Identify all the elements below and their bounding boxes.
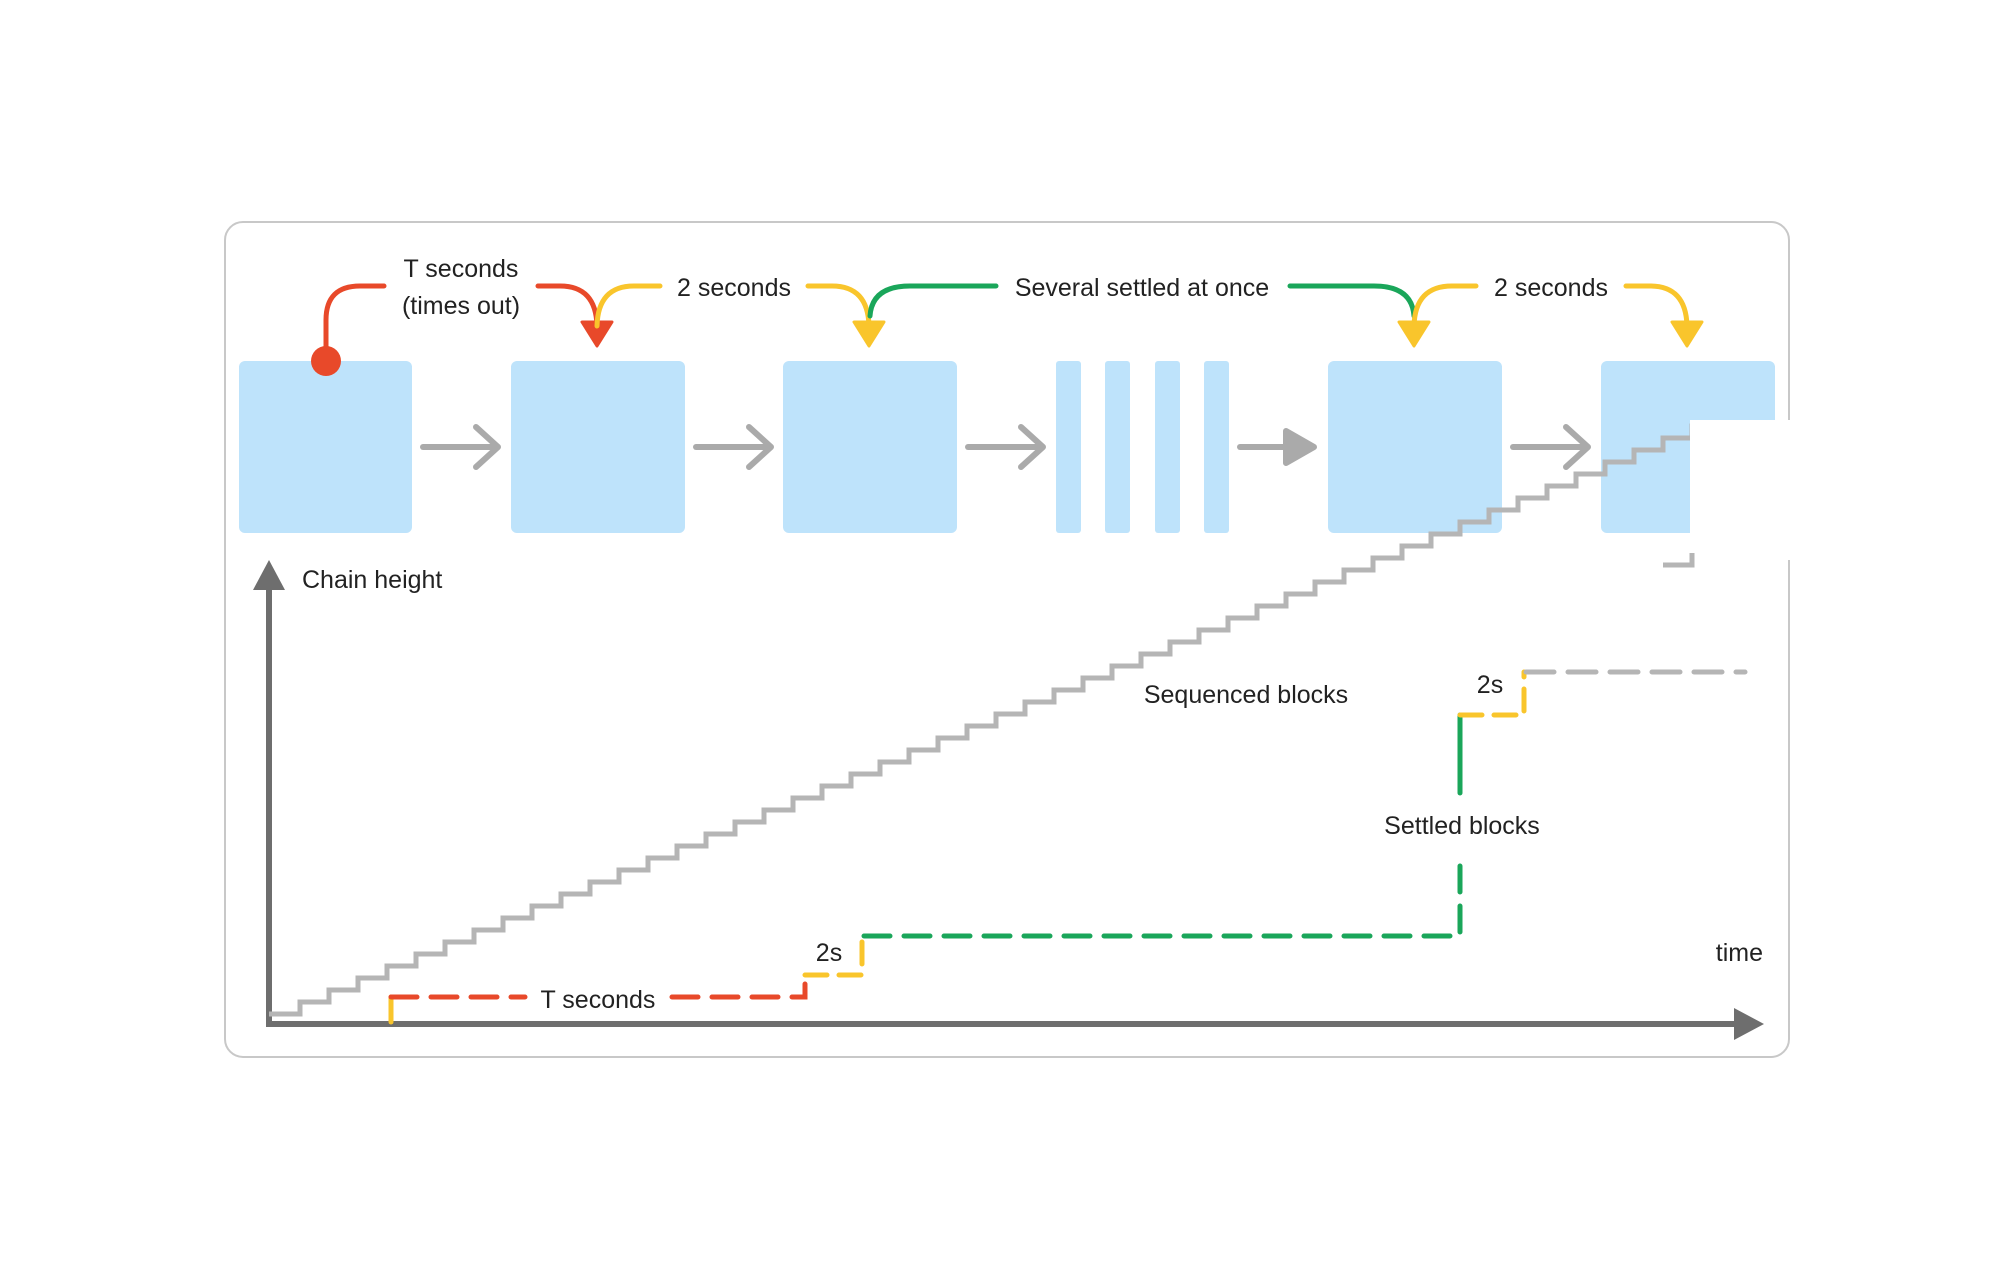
axis-arrow-icon (253, 560, 285, 590)
top-staircase-cut (1690, 420, 1810, 560)
two-sec-arrowhead-b1 (1397, 320, 1431, 348)
arrow-right-icon (1237, 428, 1317, 466)
timeout-connector-start (323, 283, 387, 361)
two-sec-connector-a-start (594, 283, 663, 329)
two-sec-connector-b-start (1411, 283, 1479, 329)
arrow-right-icon (1510, 424, 1591, 470)
sequenced-staircase-end (1663, 553, 1695, 568)
two-s-lower-dashed (802, 933, 865, 978)
axis-arrow-icon (1734, 1008, 1764, 1040)
block-arrows (420, 424, 1591, 470)
sequenced-label-gap-lower (1100, 700, 1290, 768)
label-time: time (1716, 939, 1763, 967)
two-sec-arrowhead-b2 (1670, 320, 1704, 348)
arrow-right-icon (965, 424, 1046, 470)
label-t-seconds-bottom: T seconds (541, 986, 656, 1014)
two-s-upper-dashed (1457, 669, 1527, 718)
thin-block-1 (1056, 361, 1081, 533)
label-two-seconds-b: 2 seconds (1494, 274, 1608, 302)
label-two-s-upper: 2s (1477, 671, 1503, 699)
label-two-seconds-a: 2 seconds (677, 274, 791, 302)
diagram-frame (224, 221, 1790, 1058)
block-row (239, 361, 1775, 533)
label-sequenced-blocks: Sequenced blocks (1144, 681, 1348, 709)
block-2 (511, 361, 685, 533)
label-times-out: (times out) (402, 292, 520, 320)
label-settled-blocks: Settled blocks (1384, 812, 1540, 840)
top-connectors (311, 283, 1704, 376)
label-two-s-lower: 2s (816, 939, 842, 967)
block-1 (239, 361, 412, 533)
block-3 (783, 361, 957, 533)
arrow-right-icon (693, 424, 774, 470)
label-several-settled: Several settled at once (1015, 274, 1269, 302)
axes (253, 560, 1764, 1040)
settled-connector-end (1287, 283, 1417, 319)
sequenced-staircase-lower (269, 423, 1721, 1017)
label-t-seconds-top: T seconds (404, 255, 519, 283)
settled-line (388, 669, 1748, 1025)
settled-dashed-long (861, 852, 1463, 939)
settled-connector-start (867, 283, 999, 319)
label-chain-height: Chain height (302, 566, 442, 594)
timeout-dashed-b (669, 972, 808, 1000)
two-sec-connector-b-end (1623, 283, 1690, 329)
thin-block-4 (1204, 361, 1229, 533)
thin-block-3 (1155, 361, 1180, 533)
two-sec-arrowhead-a (852, 320, 886, 348)
block-4 (1328, 361, 1502, 533)
timeout-dot-icon (311, 346, 341, 376)
thin-block-2 (1105, 361, 1130, 533)
arrow-right-icon (420, 424, 501, 470)
